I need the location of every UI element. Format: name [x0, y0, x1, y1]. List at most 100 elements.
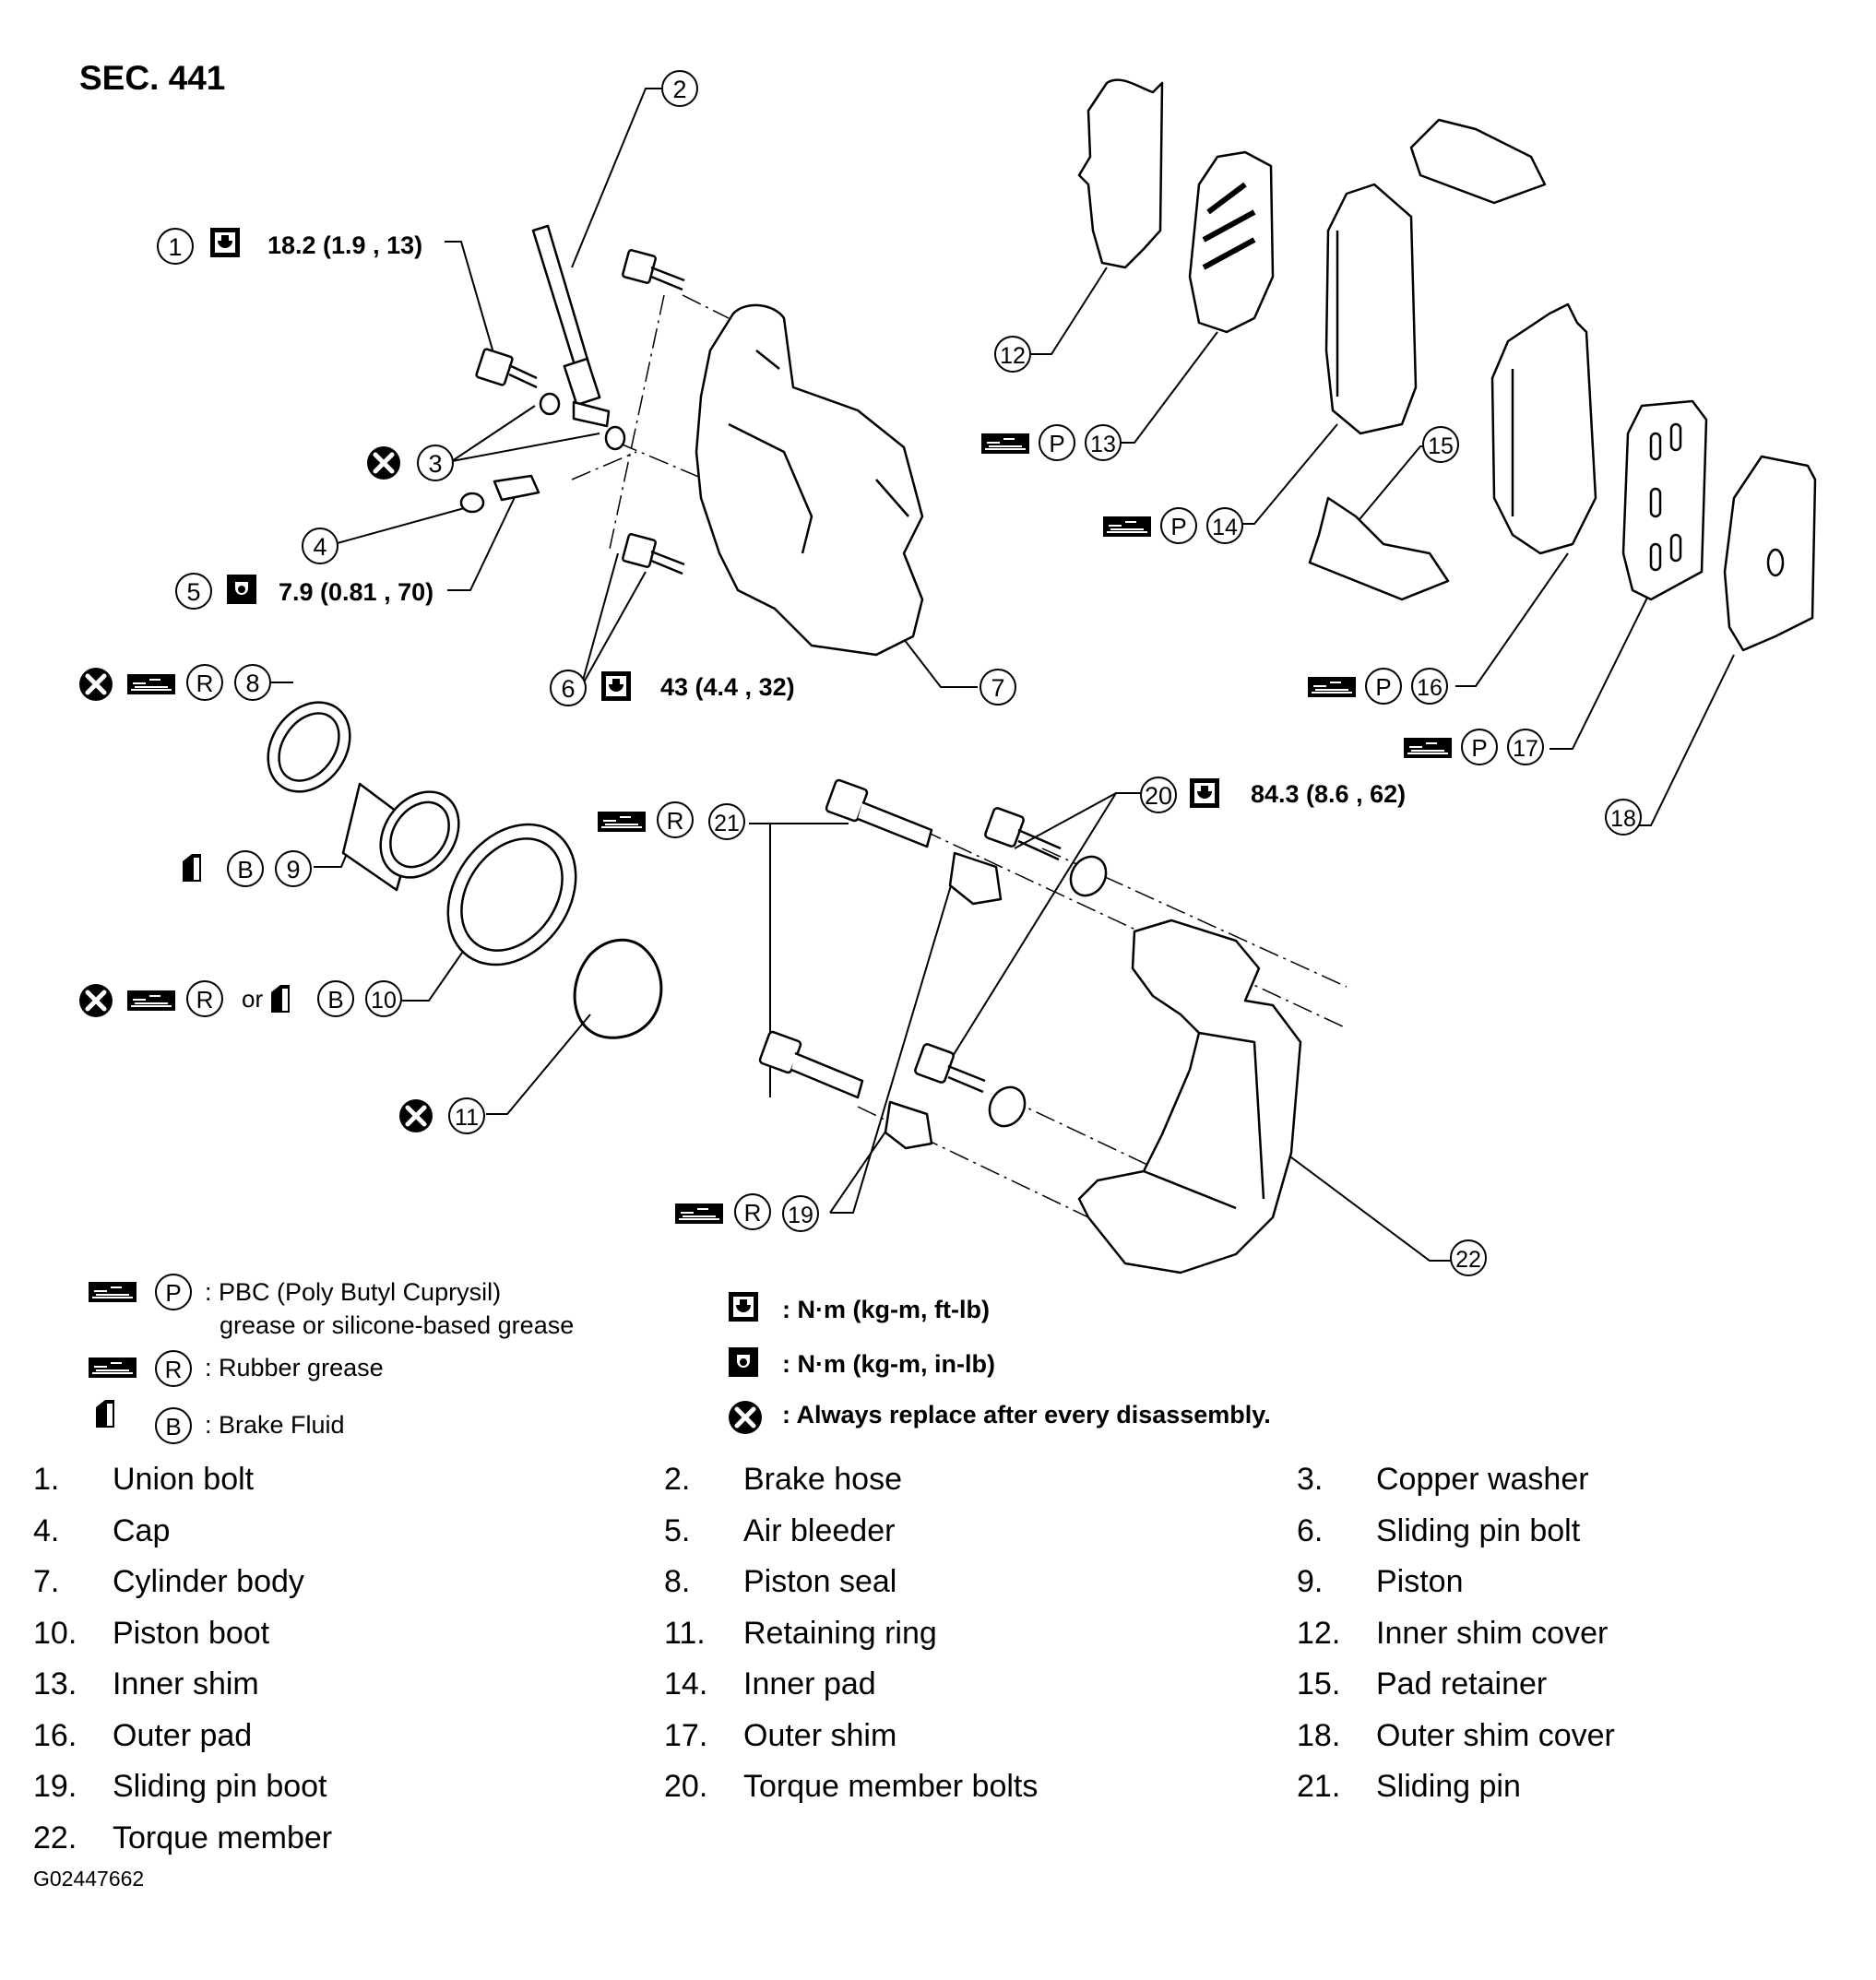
callout-13: P 13 [980, 424, 1122, 461]
part-number: 8. [664, 1564, 691, 1599]
torque-wrench-solid-icon [227, 575, 256, 604]
copper-washer [604, 425, 626, 451]
svg-text:12: 12 [1000, 343, 1026, 369]
svg-text:14: 14 [1212, 515, 1238, 540]
legend: P : PBC (Poly Butyl Cuprysil) grease or … [88, 1274, 1271, 1444]
part-number: 5. [664, 1512, 691, 1548]
torque-spec-20: 20 84.3 (8.6 , 62) [1140, 777, 1406, 813]
svg-text:: N·m (kg-m, ft-lb): : N·m (kg-m, ft-lb) [782, 1296, 990, 1323]
part-name: Air bleeder [743, 1512, 896, 1548]
svg-text:3: 3 [428, 450, 442, 478]
part-name: Sliding pin [1376, 1769, 1521, 1804]
svg-text:21: 21 [714, 811, 740, 836]
cap [459, 492, 485, 514]
callout-14: P 14 [1102, 507, 1243, 544]
brake-fluid-can-icon [96, 1400, 114, 1428]
torque-wrench-open-icon [729, 1292, 758, 1322]
outer-shim-cover [1723, 455, 1817, 652]
replace-x-icon [79, 984, 113, 1017]
part-name: Cylinder body [113, 1564, 304, 1599]
torque-wrench-open-icon [1190, 778, 1219, 808]
grease-tube-icon [597, 811, 647, 833]
torque-spec-5: 5 7.9 (0.81 , 70) [175, 573, 433, 610]
svg-text:P: P [1471, 734, 1487, 762]
part-number: 6. [1297, 1512, 1324, 1548]
svg-text:P: P [1170, 513, 1186, 540]
part-name: Inner shim [113, 1666, 259, 1701]
callout-7: 7 [980, 669, 1016, 705]
callout-15: 15 [1422, 426, 1459, 463]
part-number: 3. [1297, 1462, 1324, 1497]
grease-tube-icon [1403, 737, 1453, 759]
torque-member [1077, 919, 1302, 1275]
part-number: 19. [33, 1769, 77, 1804]
legend-pbc: P : PBC (Poly Butyl Cuprysil) grease or … [88, 1274, 574, 1339]
union-eye [572, 400, 611, 428]
part-number: 18. [1297, 1717, 1341, 1753]
part-name: Copper washer [1376, 1462, 1589, 1497]
part-name: Brake hose [743, 1462, 902, 1497]
svg-text:: PBC (Poly Butyl Cuprysil): : PBC (Poly Butyl Cuprysil) [205, 1278, 501, 1306]
part-number: 13. [33, 1666, 77, 1701]
outer-pad [1490, 302, 1597, 555]
grease-tube-icon [88, 1357, 137, 1379]
part-number: 15. [1297, 1666, 1341, 1701]
callout-21: R 21 [597, 801, 745, 840]
callout-22: 22 [1450, 1239, 1487, 1276]
svg-text:: Always replace after every d: : Always replace after every disassembly… [782, 1401, 1271, 1429]
svg-text:4: 4 [313, 533, 327, 561]
figure-code: G02447662 [33, 1867, 145, 1891]
part-number: 7. [33, 1564, 60, 1599]
svg-text:5: 5 [186, 578, 200, 606]
inner-shim-cover [1077, 78, 1164, 269]
svg-text:R: R [744, 1199, 762, 1227]
exploded-diagram: 1 18.2 (1.9 , 13) 5 7.9 (0.81 , 70) 6 43… [0, 70, 1817, 1444]
callout-18: 18 [1605, 799, 1642, 836]
legend-torque-inlb: : N·m (kg-m, in-lb) [729, 1347, 995, 1378]
torque-wrench-open-icon [210, 228, 240, 257]
pad-retainer [1308, 118, 1547, 601]
part-number: 17. [664, 1717, 708, 1753]
piston [341, 782, 460, 892]
svg-text:11: 11 [455, 1105, 479, 1131]
part-name: Outer pad [113, 1717, 253, 1753]
svg-text:7.9 (0.81 , 70): 7.9 (0.81 , 70) [279, 578, 433, 606]
replace-x-icon [367, 446, 400, 480]
part-number: 1. [33, 1462, 60, 1497]
outer-shim [1621, 399, 1708, 601]
torque-spec-6: 6 43 (4.4 , 32) [550, 670, 795, 706]
svg-text:18: 18 [1610, 806, 1636, 832]
part-number: 16. [33, 1717, 77, 1753]
torque-spec-1: 1 18.2 (1.9 , 13) [157, 228, 422, 265]
part-number: 14. [664, 1666, 708, 1701]
svg-text:1: 1 [168, 233, 182, 261]
part-number: 9. [1297, 1564, 1324, 1599]
svg-text:: Rubber grease: : Rubber grease [205, 1354, 384, 1381]
grease-tube-icon [1307, 676, 1357, 698]
part-name: Sliding pin bolt [1376, 1512, 1581, 1548]
part-number: 22. [33, 1820, 77, 1856]
svg-text:R: R [165, 1356, 183, 1383]
part-name: Retaining ring [743, 1615, 937, 1651]
replace-x-icon [399, 1099, 433, 1132]
retaining-ring [573, 938, 663, 1039]
legend-torque-ftlb: : N·m (kg-m, ft-lb) [729, 1292, 990, 1323]
svg-text:43 (4.4 , 32): 43 (4.4 , 32) [660, 673, 795, 701]
callout-4: 4 [302, 528, 338, 564]
sliding-pin-bolt [622, 249, 685, 575]
copper-washer [539, 392, 561, 416]
svg-text:10: 10 [371, 988, 397, 1014]
replace-x-icon [729, 1401, 762, 1434]
svg-text:18.2 (1.9 , 13): 18.2 (1.9 , 13) [267, 231, 422, 259]
torque-wrench-solid-icon [729, 1347, 758, 1377]
sliding-pin [758, 778, 933, 1099]
part-name: Piston seal [743, 1564, 897, 1599]
svg-text:R: R [196, 986, 214, 1014]
part-number: 20. [664, 1769, 708, 1804]
svg-text:P: P [1375, 673, 1391, 701]
grease-tube-icon [126, 990, 176, 1012]
part-number: 4. [33, 1512, 60, 1548]
part-number: 21. [1297, 1769, 1341, 1804]
part-name: Inner pad [743, 1666, 876, 1701]
replace-x-icon [79, 668, 113, 701]
